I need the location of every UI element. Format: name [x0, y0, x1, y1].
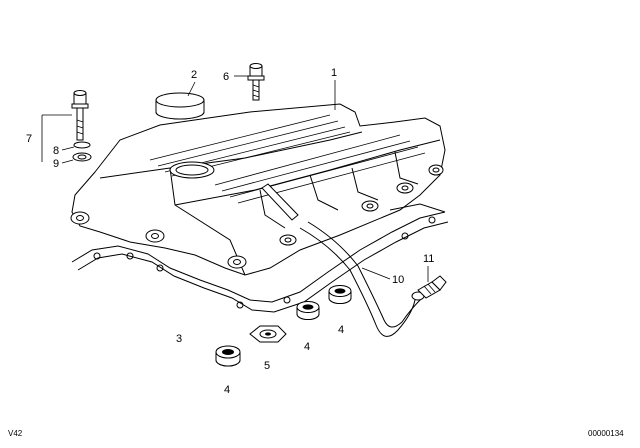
valve-cover: [70, 103, 446, 276]
breather-hose: [299, 221, 425, 337]
grommet-left: [215, 345, 241, 367]
callout-1: 1: [331, 67, 337, 79]
callout-3: 3: [176, 333, 182, 345]
callout-2: 2: [191, 69, 197, 81]
diagram-code-left: V42: [8, 429, 23, 438]
cover-bolt-assembly: [71, 90, 92, 162]
hose-nipple: [417, 275, 447, 299]
grommet-middle: [296, 301, 320, 320]
callout-7: 7: [26, 133, 32, 145]
callout-6: 6: [223, 71, 229, 83]
diagram-code-right: 00000134: [588, 429, 624, 438]
seal-ring: [249, 325, 287, 343]
stud-bolt: [247, 63, 265, 101]
callout-4-middle: 4: [304, 341, 310, 353]
leader-lines: [41, 75, 429, 282]
callout-9: 9: [53, 158, 59, 170]
filler-cap: [155, 92, 205, 120]
valve-cover-gasket: [71, 203, 449, 313]
callout-5: 5: [264, 360, 270, 372]
callout-11: 11: [423, 253, 434, 265]
grommet-right: [328, 285, 352, 304]
callout-8: 8: [53, 145, 59, 157]
callout-10: 10: [392, 274, 404, 286]
callout-4-left: 4: [224, 384, 230, 396]
callout-4-right: 4: [338, 324, 344, 336]
